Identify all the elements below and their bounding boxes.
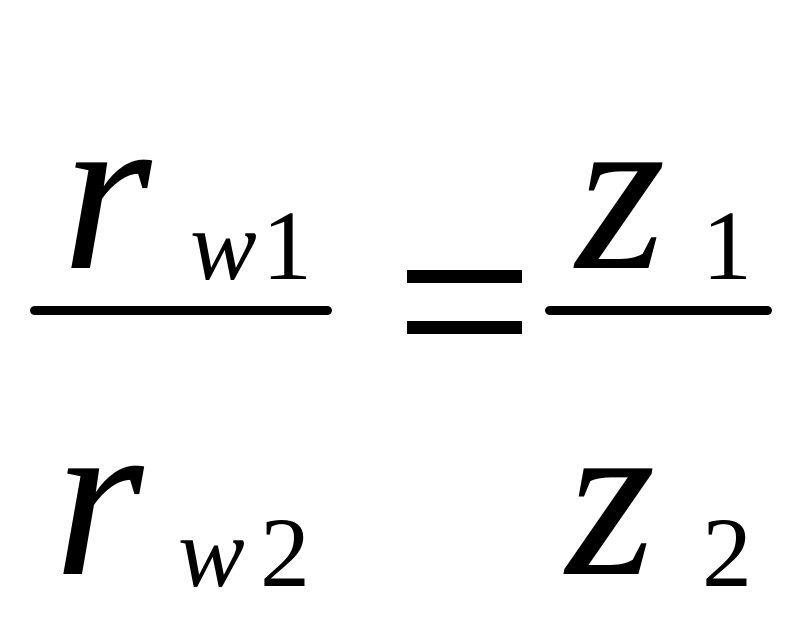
left-numerator-subscript-num: 1 <box>262 190 312 301</box>
left-denominator-symbol: r <box>54 369 144 624</box>
left-fraction-bar <box>30 306 332 315</box>
left-numerator-subscript-var: w <box>190 190 257 301</box>
right-numerator-symbol: z <box>576 63 666 318</box>
right-denominator-symbol: z <box>566 369 656 624</box>
right-denominator-subscript-num: 2 <box>702 497 752 608</box>
left-denominator-subscript-var: w <box>178 497 245 608</box>
equals-top-bar <box>407 270 522 283</box>
left-numerator-symbol: r <box>62 63 152 318</box>
left-denominator-subscript-num: 2 <box>260 497 310 608</box>
equals-bottom-bar <box>407 321 522 334</box>
right-fraction-bar <box>545 306 772 315</box>
right-numerator-subscript-num: 1 <box>702 190 752 301</box>
